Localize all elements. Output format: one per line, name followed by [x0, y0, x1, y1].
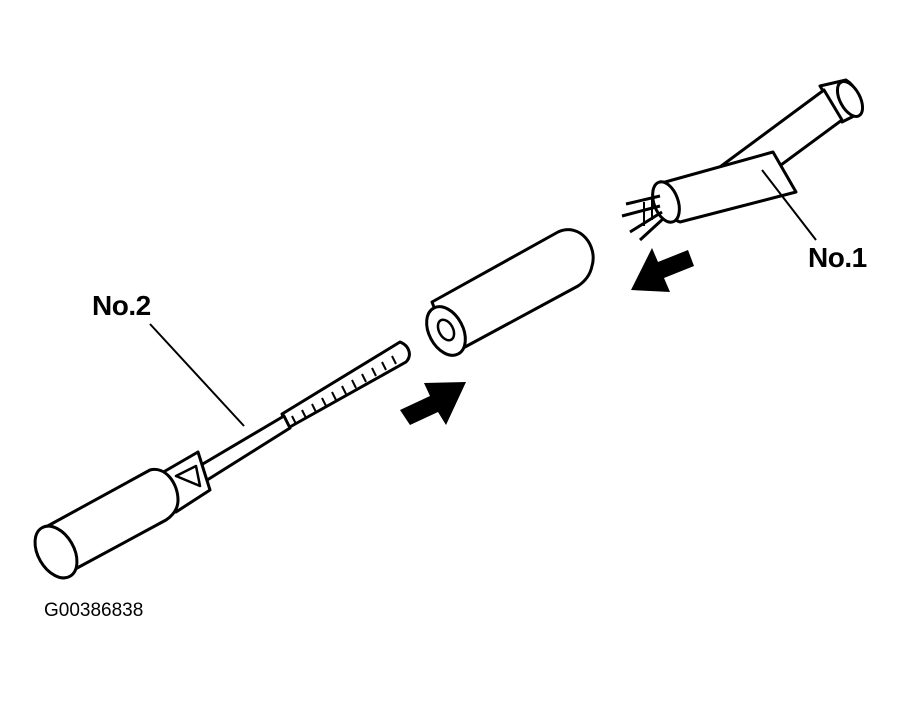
leader-no1 [761, 169, 817, 241]
tool-no2-handle-end [33, 524, 79, 580]
sleeve-bore [436, 318, 456, 342]
sleeve-body [430, 228, 595, 356]
label-no2: No.2 [92, 290, 151, 321]
tool-no1 [621, 78, 865, 242]
tool-no2-thread-marks [291, 355, 397, 425]
arrow-right-toward-sleeve [400, 382, 466, 425]
label-no1: No.1 [808, 242, 867, 273]
sleeve [425, 228, 595, 357]
figure-code: G00386838 [44, 600, 144, 621]
tool-no1-fork-inner [643, 198, 653, 226]
tool-no2-handle [42, 467, 180, 576]
tool-no2 [33, 323, 411, 580]
arrow-left-toward-sleeve [631, 248, 694, 292]
tool-no2-ferrule-notch [174, 464, 202, 488]
leader-no2 [149, 323, 245, 427]
tool-no1-tip-end [835, 80, 865, 118]
tool-no1-fork [621, 194, 666, 242]
tool-no2-thread [280, 340, 411, 430]
